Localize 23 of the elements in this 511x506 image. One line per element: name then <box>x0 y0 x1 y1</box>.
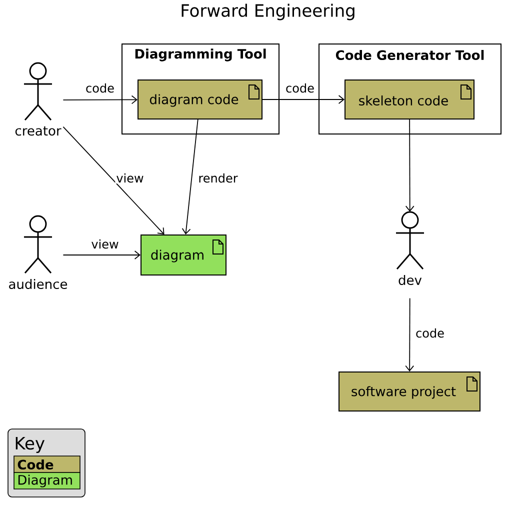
actor-name: dev <box>398 274 422 286</box>
artifact-box: skeleton code <box>344 80 474 120</box>
actor-name: audience <box>9 278 68 290</box>
edge-label: code <box>284 82 316 94</box>
legend-entry: Diagram <box>14 472 80 490</box>
arrow <box>405 119 414 212</box>
arrow <box>62 250 140 260</box>
diagram-title: Forward Engineering <box>182 4 354 20</box>
edge-label: view <box>115 172 145 184</box>
edge-label: code <box>84 82 116 94</box>
actor-name: creator <box>15 126 62 136</box>
edge-label: code <box>414 327 446 339</box>
arrow <box>262 95 344 104</box>
artifact-box: diagram code <box>138 80 262 120</box>
edge-label: render <box>197 172 239 184</box>
edge-label: view <box>90 238 120 250</box>
arrow <box>405 298 414 372</box>
arrow <box>182 119 198 234</box>
legend-entry: Code <box>14 456 80 473</box>
arrow <box>62 95 138 104</box>
artifact-box: software project <box>338 372 480 412</box>
artifact-box: diagram <box>140 234 226 276</box>
arrow <box>62 126 164 234</box>
